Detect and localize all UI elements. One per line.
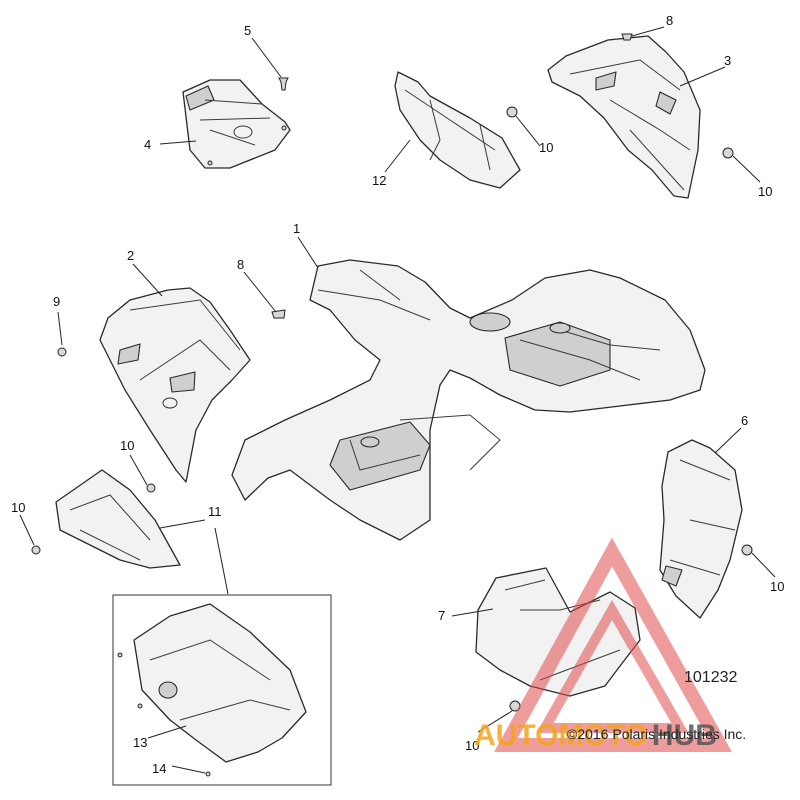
callout-6: 6 <box>741 413 748 428</box>
callout-13: 13 <box>133 735 147 750</box>
part-2-side-panel <box>99 287 251 483</box>
watermark-triangle <box>494 537 732 752</box>
callout-11: 11 <box>208 504 222 519</box>
part-13-inner-panel <box>133 603 307 763</box>
reference-number: 101232 <box>684 669 737 686</box>
leader-lines <box>19 26 776 774</box>
part-12-shroud <box>394 71 521 189</box>
part-4-steering-cover <box>182 79 291 169</box>
detail-inset-box <box>112 594 332 786</box>
callout-3: 3 <box>724 53 731 68</box>
part-11-footwell-panel <box>55 469 181 569</box>
callout-14: 14 <box>152 761 166 776</box>
part-1-fender-body <box>231 259 706 541</box>
callout-8-left: 8 <box>237 257 244 272</box>
callout-9: 9 <box>53 294 60 309</box>
callout-labels: 1 2 3 4 5 6 7 8 8 9 10 10 10 10 10 10 11… <box>11 13 784 776</box>
callout-7: 7 <box>438 608 445 623</box>
callout-1: 1 <box>293 221 300 236</box>
callout-2: 2 <box>127 248 134 263</box>
callout-5: 5 <box>244 23 251 38</box>
copyright-notice: ©2016 Polaris Industries Inc. <box>567 726 746 742</box>
callout-10-e: 10 <box>770 579 784 594</box>
part-5-screw <box>278 77 289 91</box>
callout-10-d: 10 <box>11 500 25 515</box>
part-7-lower-panel <box>475 567 641 697</box>
part-3-side-panel <box>547 35 701 199</box>
callout-12: 12 <box>372 173 386 188</box>
callout-8-top: 8 <box>666 13 673 28</box>
part-6-rear-panel <box>659 439 743 619</box>
callout-10-b: 10 <box>758 184 772 199</box>
callout-4: 4 <box>144 137 151 152</box>
callout-10-f: 10 <box>465 738 479 753</box>
callout-10-a: 10 <box>539 140 553 155</box>
callout-10-c: 10 <box>120 438 134 453</box>
